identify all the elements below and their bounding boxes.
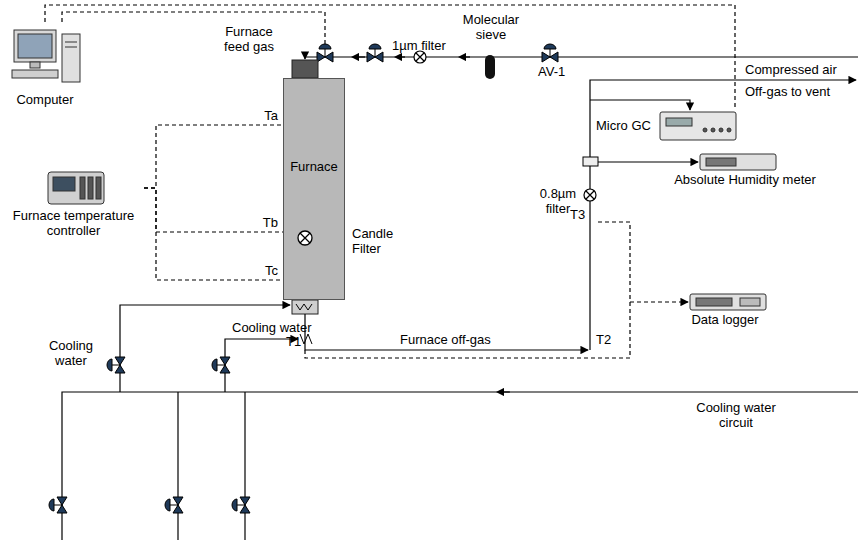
- node-label: Furnace: [284, 159, 344, 174]
- node-label: Furnace temperature controller: [3, 208, 144, 238]
- flow-label: Furnace feed gas: [212, 24, 286, 54]
- humidity-meter: Absolute Humidity meter: [655, 150, 835, 187]
- node-label: Data logger: [675, 312, 775, 327]
- part-name: 1µm filter: [392, 38, 446, 53]
- signal-line: [144, 125, 283, 188]
- flow-label: Cooling water: [40, 338, 102, 368]
- candle-filter-symbol: [284, 79, 344, 299]
- flow-label: Off-gas to vent: [745, 84, 830, 99]
- flow-label: Furnace off-gas: [400, 332, 491, 347]
- sensor-tag: T1: [286, 334, 301, 349]
- computer-icon: Computer: [5, 22, 85, 107]
- sensor-tag: T3: [570, 207, 585, 222]
- flow-label: Compressed air: [745, 62, 837, 77]
- edge-label: Tc: [264, 263, 279, 278]
- flow-label: Cooling water circuit: [690, 400, 782, 430]
- signal-line: [144, 188, 283, 232]
- edge-label: Tb: [262, 215, 279, 230]
- data-logger: Data logger: [675, 292, 775, 327]
- sensor-tag: T2: [596, 332, 611, 347]
- edge-label: Ta: [263, 108, 279, 123]
- node-label: Absolute Humidity meter: [655, 172, 835, 187]
- node-label: Micro GC: [596, 118, 738, 133]
- temperature-controller: Furnace temperature controller: [3, 168, 144, 238]
- valve-tag: AV-1: [538, 64, 565, 79]
- micro-gc: Micro GC: [594, 110, 738, 144]
- node-label: Computer: [5, 92, 85, 107]
- part-name: Molecular sieve: [458, 12, 524, 42]
- signal-line: [144, 188, 283, 280]
- furnace-body: Furnace: [283, 78, 345, 300]
- part-name: Candle Filter: [352, 226, 402, 256]
- flow-label: Cooling water: [232, 320, 312, 335]
